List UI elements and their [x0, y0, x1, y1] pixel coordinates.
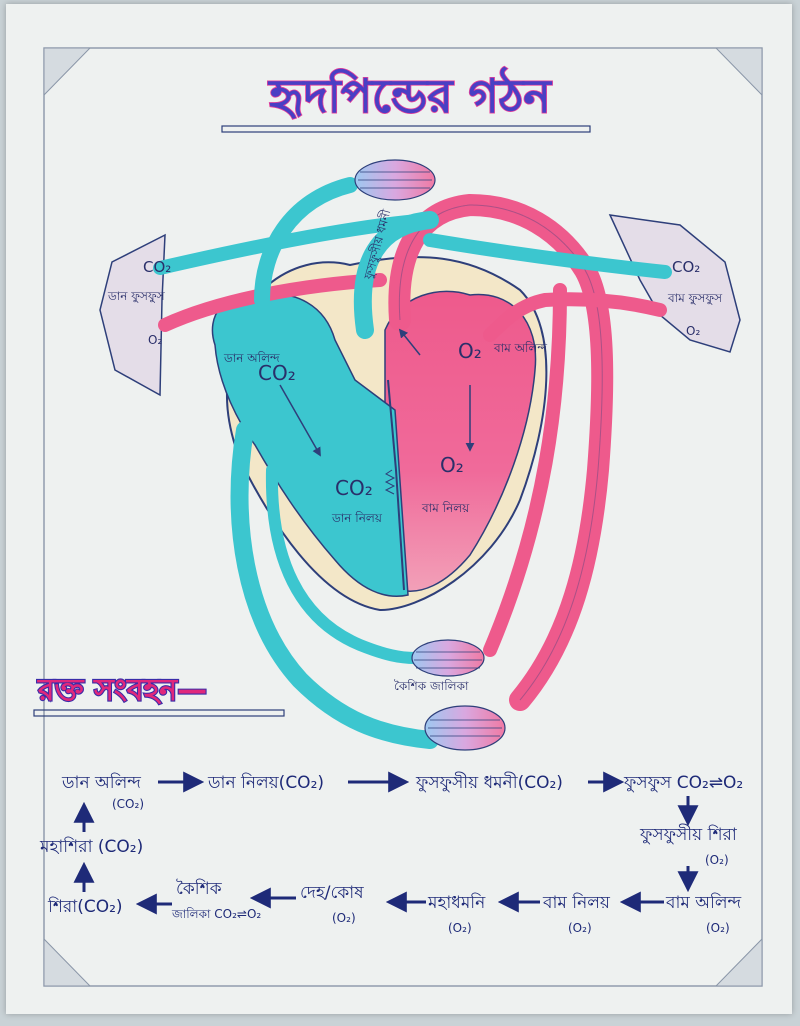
label-left-lung: বাম ফুসফুস	[667, 291, 723, 306]
inferior-vena-cava	[230, 421, 439, 749]
aorta-edge	[398, 204, 603, 701]
label-left-atrium: বাম অলিন্দ	[493, 341, 547, 355]
label-o2-left-ventricle: O₂	[440, 453, 464, 477]
lower-capillary-lines	[428, 719, 502, 737]
middle-capillary-lines	[414, 651, 482, 669]
aorta-branch	[483, 283, 567, 657]
corner-bottom-left	[43, 937, 92, 987]
flow-aorta-sub: (O₂)	[448, 921, 472, 935]
flow-left-atrium-sub: (O₂)	[706, 921, 730, 935]
aorta	[388, 193, 614, 711]
flow-left-atrium: বাম অলিন্দ	[665, 892, 741, 913]
flow-vena-cava: মহাশিরা (CO₂)	[39, 836, 143, 857]
label-o2-left-lung: O₂	[686, 324, 700, 338]
left-lung	[608, 214, 741, 353]
title-underline	[221, 125, 591, 133]
label-o2-left-atrium: O₂	[458, 339, 482, 363]
flow-arrow-lv-aorta	[398, 328, 421, 356]
flow-right-atrium-sub: (CO₂)	[112, 797, 144, 811]
flow-body-cells-sub: (O₂)	[332, 911, 356, 925]
flow-right-atrium: ডান অলিন্দ	[61, 772, 141, 793]
left-heart-side	[384, 290, 537, 592]
flow-vein: শিরা(CO₂)	[47, 896, 123, 917]
flow-body-cells: দেহ/কোষ	[300, 883, 364, 903]
flow-capillary: কৈশিক	[176, 878, 223, 899]
label-co2-left-lung: CO₂	[672, 258, 700, 276]
left-pulmonary-vein	[483, 292, 667, 342]
upper-capillary-lines	[358, 171, 432, 189]
page-title: হৃদপিন্ডের গঠন	[267, 66, 552, 123]
section-heading: রক্ত সংবহন—	[37, 673, 207, 708]
label-co2-right-ventricle: CO₂	[335, 476, 373, 500]
label-o2-right-lung: O₂	[148, 333, 162, 347]
label-right-atrium: ডান অলিন্দ	[223, 351, 280, 365]
flow-right-ventricle: ডান নিলয়(CO₂)	[207, 772, 324, 793]
flow-left-ventricle: বাম নিলয়	[542, 892, 611, 913]
label-co2-right-atrium: CO₂	[258, 361, 296, 385]
vein-branch	[265, 464, 421, 664]
flow-pulmonary-artery: ফুসফুসীয় ধমনী(CO₂)	[415, 772, 563, 793]
page-border	[43, 47, 763, 987]
flow-left-ventricle-sub: (O₂)	[568, 921, 592, 935]
left-pulmonary-artery	[423, 233, 672, 279]
label-co2-right-lung: CO₂	[143, 258, 171, 276]
septum-valve-marks	[384, 469, 396, 495]
corner-bottom-right	[714, 937, 763, 987]
label-right-ventricle: ডান নিলয়	[331, 511, 383, 525]
label-capillary: কৈশিক জালিকা	[394, 679, 469, 693]
flow-pulmonary-vein: ফুসফুসীয় শিরা	[639, 824, 738, 845]
label-left-ventricle: বাম নিলয়	[421, 501, 470, 515]
flow-arrow-ra-rv	[279, 384, 321, 457]
right-lung	[99, 233, 166, 397]
septum	[387, 379, 405, 591]
middle-capillary-bed	[411, 639, 485, 677]
section-heading-underline	[33, 709, 285, 717]
right-pulmonary-artery	[153, 213, 437, 275]
superior-vena-cava	[254, 177, 358, 308]
corner-top-right	[714, 47, 763, 97]
flow-aorta: মহাধমনি	[427, 892, 486, 913]
flow-capillary-sub: জালিকা CO₂⇌O₂	[171, 907, 261, 921]
label-right-lung: ডান ফুসফুস	[107, 289, 166, 304]
flow-pulmonary-vein-sub: (O₂)	[705, 853, 729, 867]
flow-lungs: ফুসফুস CO₂⇌O₂	[623, 773, 743, 793]
corner-top-left	[43, 47, 92, 97]
